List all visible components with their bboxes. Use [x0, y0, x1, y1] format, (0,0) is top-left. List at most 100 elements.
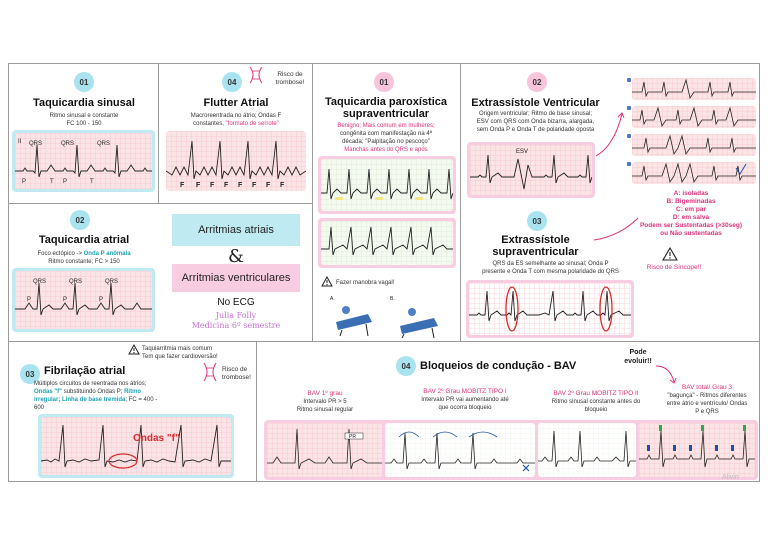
ecg-frame: Ondas "f" — [38, 414, 234, 478]
ecg-strip-bav-1: PR — [267, 423, 382, 477]
pr-label: PR — [349, 434, 356, 440]
ecg-frame: ESV — [467, 142, 595, 198]
atrial-arrhythmias-tag: Arritmias atriais — [172, 214, 300, 246]
bav-3-desc: P e QRS — [695, 409, 719, 415]
fa-note: Taquiarritmia mais comum — [142, 346, 213, 352]
card-desc: Foco ectópico -> Onda P anômala — [14, 250, 154, 258]
ampersand: & — [227, 246, 245, 267]
dna-icon — [203, 362, 217, 382]
card-desc-highlight: Ritmo — [124, 389, 142, 395]
card-desc-text: Foco ectópico -> — [37, 251, 84, 257]
card-desc-highlight: irregular; Linha de base tremida — [34, 397, 126, 403]
card-desc: 600 — [34, 405, 45, 411]
fa-note: Tem que fazer cardioversão! — [142, 354, 218, 360]
ecg-strip-atrial: QRS QRS QRS P P P — [15, 271, 152, 329]
card-title: Extrassístole — [501, 234, 570, 246]
card-title: supraventricular — [492, 246, 579, 258]
card-number-badge: 03 — [527, 211, 547, 231]
t-label: T — [90, 179, 94, 185]
ecg-label: Ondas "f" — [133, 433, 180, 444]
card-title: Flutter Atrial — [203, 97, 269, 109]
ecg-strip-bav-3 — [639, 423, 755, 477]
bav-2-mobitz-2-desc: Ritmo sinusal constante antes do — [551, 399, 641, 405]
p-label: P — [22, 179, 26, 185]
f-wave-label: F — [224, 182, 229, 189]
card-desc: presente e Onda T com mesma polaridade d… — [482, 269, 619, 275]
card-desc-highlight: Ondas "f" — [34, 389, 64, 395]
card-title: Taquicardia paroxística — [324, 96, 448, 108]
card-desc: irregular; Linha de base tremida; FC = 4… — [34, 396, 204, 404]
card-desc: década; "Palpitação no pescoço" — [342, 139, 430, 145]
ecg-strip-couplet — [632, 134, 756, 156]
esv-sustained-note: ou Não sustentadas — [660, 230, 722, 237]
card-desc: Benigno; Mais comum em mulheres; — [337, 123, 435, 129]
ecg-strip-sinus: II QRS QRS QRS P T P T — [15, 133, 152, 189]
ecg-strip-paroxysmal-2 — [321, 221, 453, 265]
card-desc: constantes, "formato de serrote" — [162, 120, 310, 128]
card-title: Taquicardia sinusal — [33, 97, 135, 109]
p-label: P — [63, 179, 67, 185]
watermark: Alivin — [722, 474, 739, 481]
card-desc: QRS da ES semelhante ao sinusal; Onda P — [492, 261, 609, 267]
bav-1-desc: Intervalo PR > 5 — [303, 399, 347, 405]
card-desc: ESV com QRS com Onda bizarra, alargada, — [476, 119, 595, 125]
card-desc: Origem ventricular; Ritmo de base sinusa… — [478, 111, 593, 117]
card-desc-text: constantes, — [193, 121, 226, 127]
esv-type-c: C: em par — [676, 206, 706, 213]
strip-marker — [627, 162, 631, 166]
card-desc: Manchas antes do QRS e após — [344, 147, 428, 153]
card-title: Taquicardia atrial — [38, 234, 130, 246]
esv-type-a: A: isoladas — [673, 190, 709, 197]
p-label: P — [63, 297, 67, 303]
ecg-strip-atrial-fibrillation: Ondas "f" — [41, 417, 231, 475]
card-title: Extrassístole Ventricular — [471, 97, 600, 109]
f-wave-label: F — [280, 182, 285, 189]
card-title: Bloqueios de condução - BAV — [420, 360, 577, 372]
card-number-badge: 04 — [222, 72, 242, 92]
warning-note-text: Fazer manobra vagal! — [336, 280, 395, 286]
card-desc: FC 100 - 150 — [66, 121, 102, 127]
f-wave-label: F — [196, 182, 201, 189]
figure-label: B. — [390, 296, 395, 302]
ecg-label: ESV — [516, 149, 528, 155]
ecg-strip-bav-2-mobitz-1 — [385, 423, 535, 477]
arrow-icon — [595, 112, 625, 157]
ecg-frame — [318, 156, 456, 214]
p-label: P — [27, 297, 31, 303]
bav-3-desc: "bagunça" - Ritmos diferentes — [667, 393, 747, 399]
qrs-label: QRS — [105, 279, 118, 285]
strip-marker — [627, 134, 631, 138]
author-name: Julia Folly — [215, 311, 257, 320]
f-wave-label: F — [210, 182, 215, 189]
card-title: Fibrilação atrial — [44, 365, 126, 377]
card-desc-text: substituindo Ondas P; — [63, 389, 125, 395]
bav-3-title: BAV total/ Grau 3 — [681, 384, 733, 391]
f-wave-label: F — [238, 182, 243, 189]
card-number-badge: 04 — [396, 356, 416, 376]
bav-2-mobitz-1-desc: Intervalo PR vai aumentando até — [421, 397, 509, 403]
strip-marker — [627, 78, 631, 82]
card-number-badge: 02 — [527, 72, 547, 92]
bav-3-desc: entre átrio e ventrículo/ Ondas — [666, 401, 748, 407]
figure-label: A. — [330, 296, 335, 302]
divider — [8, 341, 760, 342]
ecg-strip-bav-2-mobitz-2 — [538, 423, 636, 477]
arrow-icon — [655, 365, 677, 384]
divider — [460, 63, 461, 341]
lead-label: II — [18, 139, 22, 145]
card-desc: Múltiplos circuitos de reentrada nos átr… — [34, 381, 147, 387]
risk-note: Risco de trombose! — [222, 366, 251, 381]
bav-strips-row: PR — [264, 420, 758, 480]
bav-2-mobitz-2-desc: bloqueio — [584, 407, 608, 413]
f-wave-label: F — [180, 182, 185, 189]
card-title: supraventricular — [342, 108, 430, 120]
ecg-strip-supraventricular-extrasystole — [469, 283, 631, 335]
ecg-frame: QRS QRS QRS P P P — [12, 268, 155, 332]
bav-1-title: BAV 1º grau — [307, 390, 343, 397]
ecg-frame: II QRS QRS QRS P T P T — [12, 130, 155, 192]
qrs-label: QRS — [33, 279, 46, 285]
t-label: T — [50, 179, 54, 185]
card-number-badge: 03 — [20, 364, 40, 384]
card-desc-highlight: Onda P anômala — [83, 251, 131, 257]
warning-icon — [128, 344, 140, 355]
